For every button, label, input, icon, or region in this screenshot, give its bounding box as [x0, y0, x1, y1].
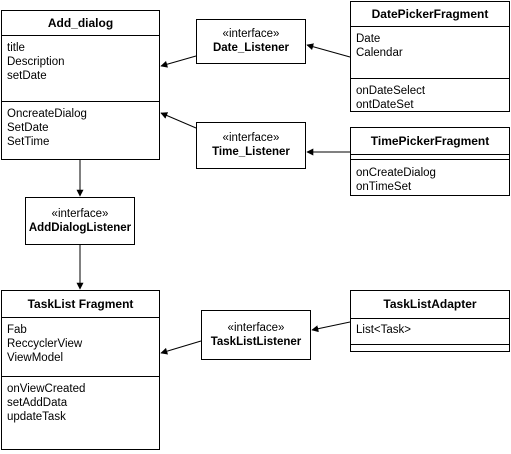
method: SetTime [7, 136, 50, 148]
method: SetDate [7, 122, 49, 134]
class-attributes: title Description setDate [2, 35, 159, 101]
add-dialog-class: Add_dialog title Description setDate Onc… [1, 10, 160, 160]
class-attributes: List<Task> [351, 318, 509, 344]
attribute: ViewModel [7, 352, 64, 364]
stereotype: «interface» [51, 207, 109, 220]
stereotype: «interface» [222, 132, 280, 144]
interface-name: Time_Listener [212, 146, 290, 158]
attribute: Date [356, 33, 381, 45]
class-methods: onCreateDialog onTimeSet [351, 159, 509, 198]
class-methods: OncreateDialog SetDate SetTime [2, 101, 159, 153]
method: OncreateDialog [7, 108, 87, 120]
class-title: DatePickerFragment [371, 7, 489, 21]
date-picker-fragment-class: DatePickerFragment Date Calendar onDateS… [350, 1, 510, 112]
class-methods [351, 344, 509, 345]
class-attributes: Fab ReccyclerView ViewModel [2, 317, 159, 376]
arrow-tasklist-listener-to-tasklist [160, 340, 202, 355]
time-picker-fragment-class: TimePickerFragment onCreateDialog onTime… [350, 127, 510, 196]
method: ontDateSet [356, 99, 414, 111]
interface-name: AddDialogListener [28, 221, 132, 234]
attribute: Calendar [356, 47, 403, 59]
arrow-date-listener-to-add-dialog [160, 55, 197, 68]
method: onTimeSet [356, 181, 412, 193]
date-listener-interface: «interface» Date_Listener [196, 19, 306, 64]
attribute: List<Task> [356, 324, 411, 336]
arrow-time-listener-to-add-dialog [160, 112, 197, 129]
attribute: ReccyclerView [7, 338, 83, 350]
attribute: setDate [7, 70, 47, 82]
class-attributes: Date Calendar [351, 26, 509, 78]
interface-name: TaskListListener [210, 335, 302, 348]
task-list-adapter-class: TaskListAdapter List<Task> [350, 290, 510, 352]
time-listener-interface: «interface» Time_Listener [196, 122, 306, 169]
task-list-listener-interface: «interface» TaskListListener [201, 310, 311, 360]
method: updateTask [7, 411, 66, 423]
attribute: Description [7, 56, 65, 68]
class-title: TaskList Fragment [27, 297, 134, 311]
stereotype: «interface» [222, 28, 280, 40]
class-attributes [351, 154, 509, 159]
method: onDateSelect [356, 85, 426, 97]
class-title: TimePickerFragment [370, 134, 490, 148]
class-methods: onViewCreated setAddData updateTask [2, 376, 159, 428]
method: setAddData [7, 397, 68, 409]
arrow-adapter-to-tasklist-listener [311, 321, 351, 333]
attribute: title [7, 42, 25, 54]
method: onCreateDialog [356, 167, 436, 179]
attribute: Fab [7, 324, 27, 336]
method: onViewCreated [7, 383, 86, 395]
interface-name: Date_Listener [212, 42, 290, 54]
class-methods: onDateSelect ontDateSet [351, 78, 509, 116]
add-dialog-listener-interface: «interface» AddDialogListener [25, 197, 135, 245]
arrow-datepicker-to-date-listener [306, 43, 351, 58]
stereotype: «interface» [227, 321, 285, 334]
task-list-fragment-class: TaskList Fragment Fab ReccyclerView View… [1, 290, 160, 450]
class-title: Add_dialog [47, 16, 114, 30]
class-title: TaskListAdapter [383, 297, 477, 311]
